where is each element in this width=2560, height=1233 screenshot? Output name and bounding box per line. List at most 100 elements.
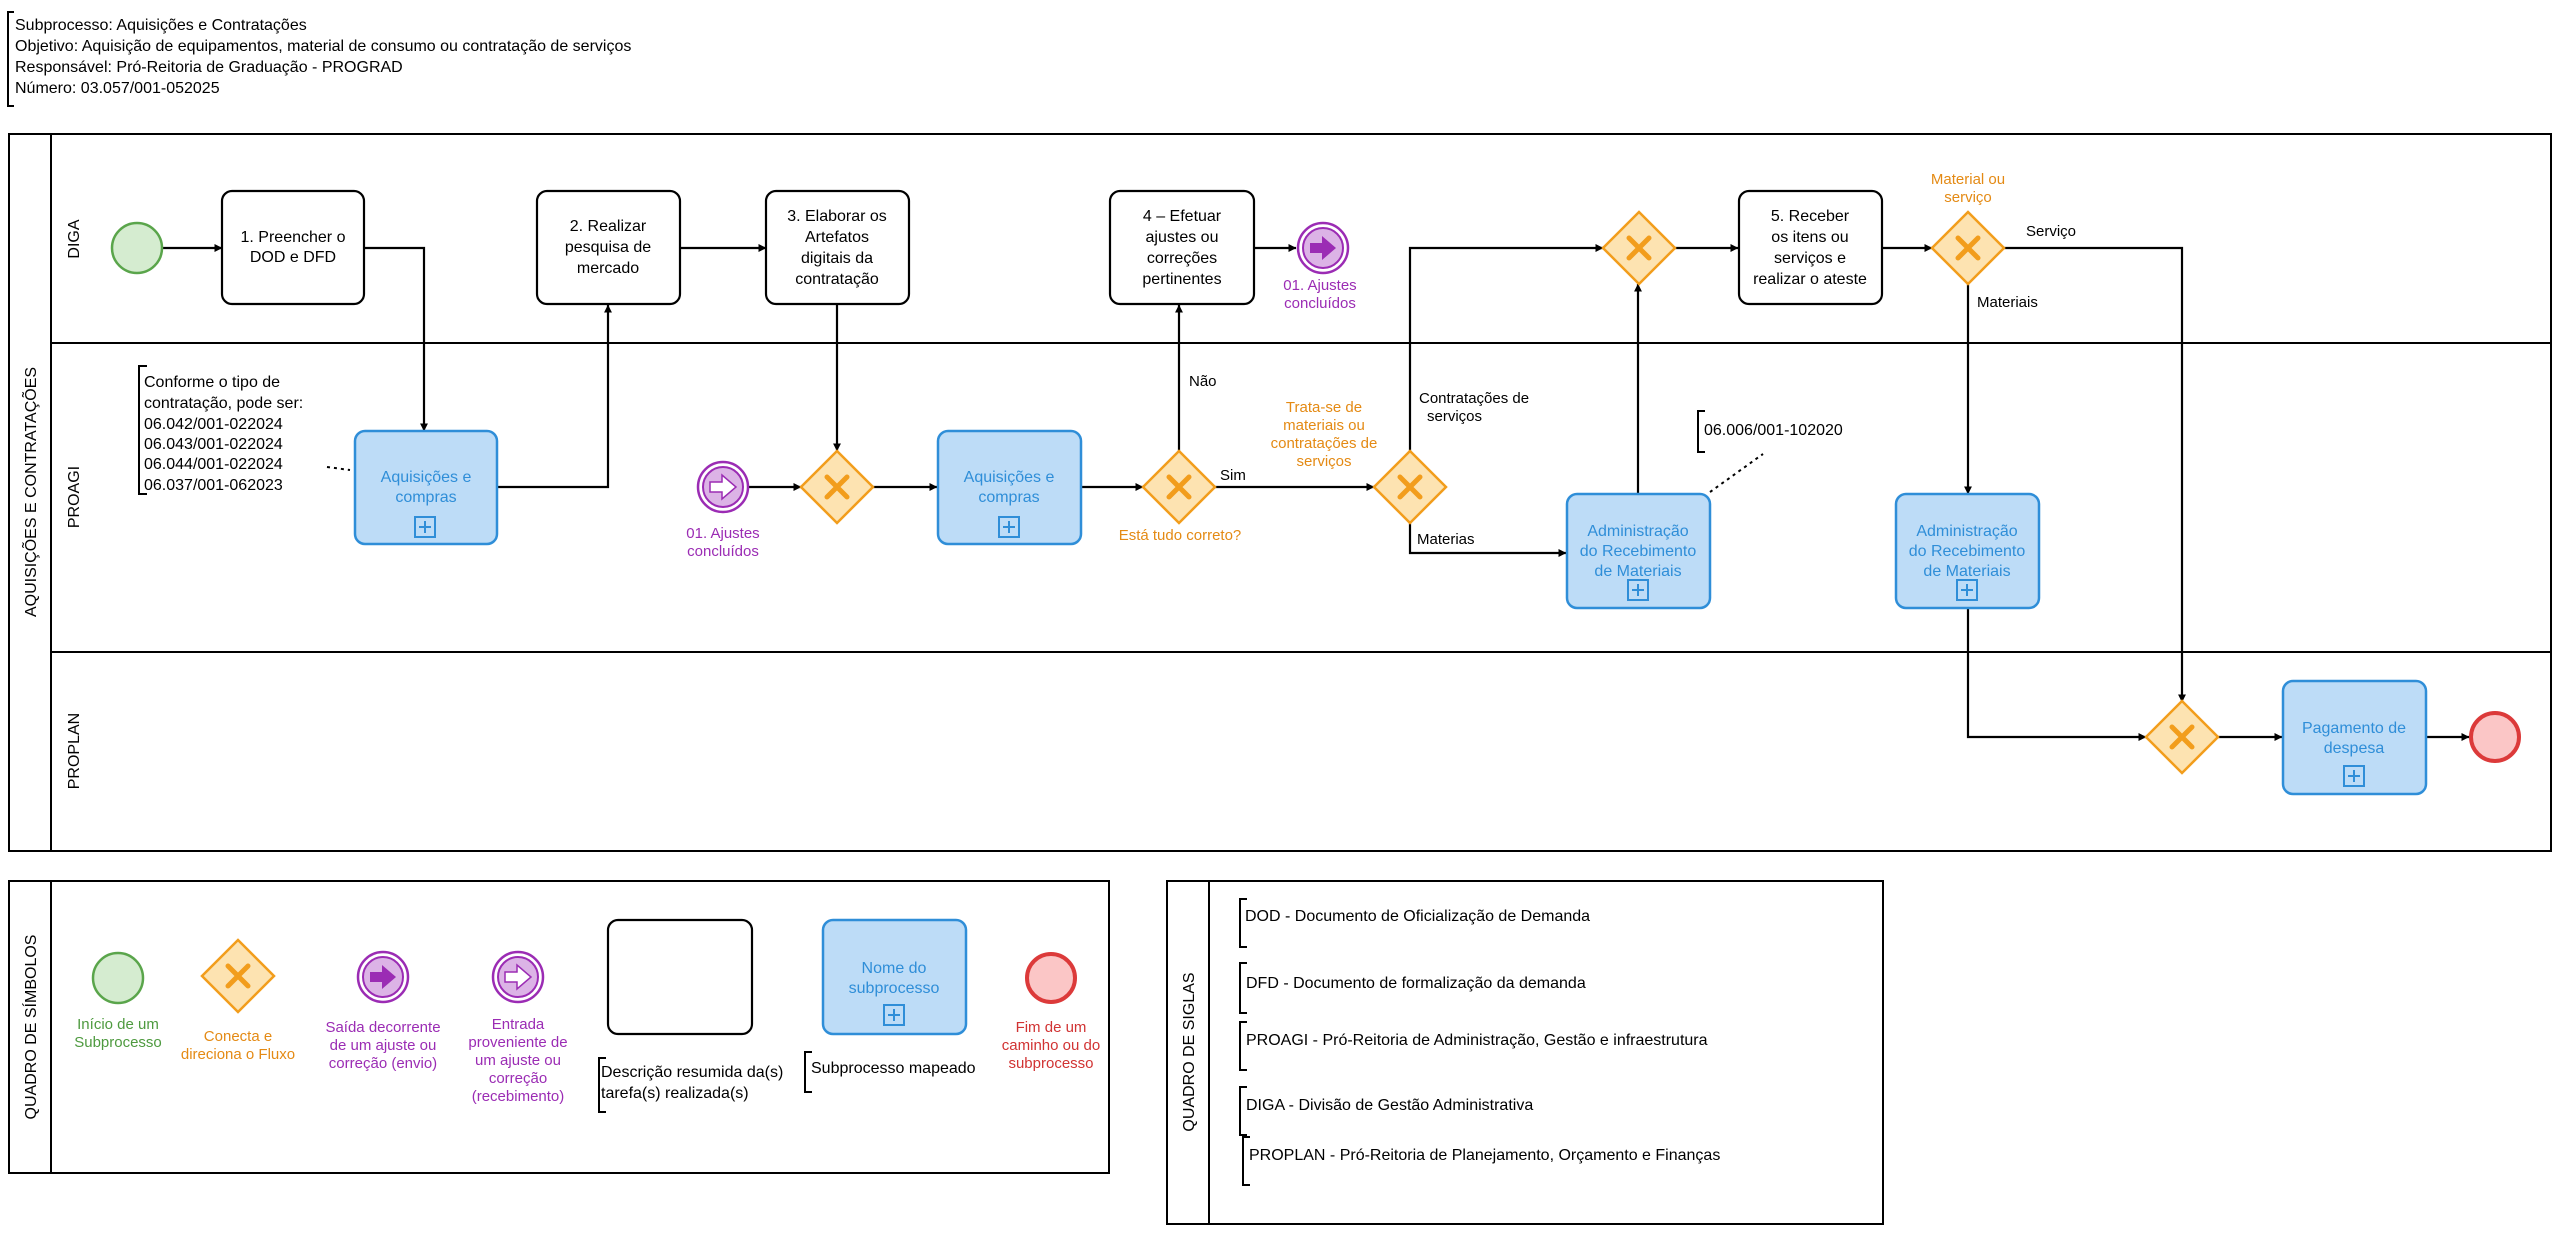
catch-event-label: 01. Ajustes (686, 525, 759, 542)
task-1-text: 1. Preencher o (241, 229, 346, 246)
x-icon (2169, 724, 2195, 750)
task-2: 2. Realizar pesquisa de mercado (535, 189, 682, 306)
task-1: 1. Preencher o DOD e DFD (220, 189, 366, 306)
gateway-1 (799, 449, 875, 525)
flow-labels: Não Sim Contratações de serviços Materia… (1189, 223, 2076, 548)
annotation-text: 06.044/001-022024 (144, 456, 283, 473)
header-subprocess: Subprocesso: Aquisições e Contratações (15, 17, 307, 34)
gateway-label-tipo: contratações de (1271, 435, 1378, 452)
lane-label-diga: DIGA (66, 219, 83, 258)
legend-start-label: Início de um (77, 1016, 159, 1033)
subprocess-text: de Materiais (1923, 563, 2010, 580)
annotation-text: 06.042/001-022024 (144, 416, 283, 433)
legend-end-label: Fim de um (1016, 1019, 1087, 1036)
subprocess-text: Pagamento de (2302, 720, 2406, 737)
throw-event-label: 01. Ajustes (1283, 277, 1356, 294)
task-4-text: correções (1147, 250, 1217, 267)
lane-label-proplan: PROPLAN (66, 713, 83, 789)
legend-catch-label: um ajuste ou (475, 1052, 561, 1069)
legend-title: QUADRO DE SÍMBOLOS (21, 935, 40, 1120)
pool-border (8, 133, 2552, 852)
annotation-text: Conforme o tipo de (144, 374, 280, 391)
legend-acronyms: QUADRO DE SIGLAS DOD - Documento de Ofic… (1166, 880, 1884, 1225)
x-icon (824, 474, 850, 500)
task-4-box (1108, 189, 1256, 306)
annotation-tipos: Conforme o tipo de contratação, pode ser… (138, 365, 351, 495)
gateway-label-tipo: serviços (1296, 453, 1351, 470)
gateway-label-material: serviço (1944, 189, 1992, 206)
flow-label-contratacoes: Contratações de (1419, 390, 1529, 407)
lane-label-proagi: PROAGI (66, 466, 83, 528)
legend-subprocess-box (821, 918, 968, 1036)
legend-gateway-label: direciona o Fluxo (181, 1046, 295, 1063)
annotation-text: 06.006/001-102020 (1704, 422, 1843, 439)
subprocess-recebimento-1[interactable]: Administração do Recebimento de Materiai… (1565, 492, 1712, 610)
x-icon (1955, 235, 1981, 261)
arrow-right-outline-icon (709, 473, 738, 501)
flow-label-nao: Não (1189, 373, 1217, 390)
subprocess-text: compras (978, 489, 1039, 506)
legend-start-label: Subprocesso (74, 1034, 162, 1051)
task-3-text: digitais da (801, 250, 873, 267)
catch-event: 01. Ajustes concluídos (686, 460, 760, 560)
task-2-text: mercado (577, 260, 639, 277)
expand-icon[interactable] (998, 516, 1020, 538)
header-bracket (7, 11, 14, 107)
subprocess-recebimento-2[interactable]: Administração do Recebimento de Materiai… (1894, 492, 2041, 610)
flow-sub4-to-gateway7 (1966, 609, 2147, 741)
task-2-text: pesquisa de (565, 239, 651, 256)
legend-border (8, 880, 1110, 1174)
expand-icon[interactable] (1956, 579, 1978, 601)
legend-catch-label: (recebimento) (472, 1088, 565, 1105)
arrow-right-outline-icon (504, 963, 533, 991)
legend-throw-label: Saída decorrente (325, 1019, 440, 1036)
subprocess-aquisicoes-2[interactable]: Aquisições e compras (936, 429, 1083, 546)
header-responsible: Responsável: Pró-Reitoria de Graduação -… (15, 59, 403, 76)
expand-icon[interactable] (2343, 765, 2365, 787)
flow-label-materias: Materias (1417, 531, 1475, 548)
flow-label-materiais: Materiais (1977, 294, 2038, 311)
legend-throw-label: de um ajuste ou (330, 1037, 437, 1054)
legend-symbols: QUADRO DE SÍMBOLOS Início de um Subproce… (8, 880, 1110, 1174)
legend-gateway-label: Conecta e (204, 1028, 272, 1045)
acronyms-border (1166, 880, 1884, 1225)
annotation-text: 06.037/001-062023 (144, 477, 283, 494)
subprocess-pagamento[interactable]: Pagamento de despesa (2281, 679, 2428, 796)
task-5-text: realizar o ateste (1753, 271, 1867, 288)
task-5: 5. Receber os itens ou serviços e realiz… (1737, 189, 1884, 306)
acronym-item: PROAGI - Pró-Reitoria de Administração, … (1246, 1032, 1708, 1049)
annotation-numero: 06.006/001-102020 (1697, 410, 1843, 493)
pool-title: AQUISIÇÕES E CONTRATAÇÕES (20, 367, 40, 617)
subprocess-text: Aquisições e (381, 469, 472, 486)
x-icon (1166, 474, 1192, 500)
expand-icon[interactable] (414, 516, 436, 538)
gateway-label-tipo: materiais ou (1283, 417, 1365, 434)
subprocess-box (1894, 492, 2041, 610)
subprocess-aquisicoes-1[interactable]: Aquisições e compras (353, 429, 499, 546)
task-3-text: contratação (795, 271, 879, 288)
subprocess-box (2281, 679, 2428, 796)
gateway-labels: Está tudo correto? Trata-se de materiais… (1119, 171, 2005, 544)
subprocess-text: do Recebimento (1580, 543, 1697, 560)
acronyms-title: QUADRO DE SIGLAS (1181, 972, 1198, 1131)
legend-task-box (606, 918, 754, 1036)
legend-subprocess-label: subprocesso (849, 980, 940, 997)
gateway-6 (2144, 699, 2220, 775)
gateway-5 (1930, 210, 2006, 286)
x-icon (1626, 235, 1652, 261)
task-5-text: serviços e (1774, 250, 1846, 267)
flow-label-servico: Serviço (2026, 223, 2076, 240)
subprocess-text: despesa (2324, 740, 2385, 757)
legend-throw-label: correção (envio) (329, 1055, 437, 1072)
gateway-3 (1372, 449, 1448, 525)
flow-materias-to-sub3 (1408, 523, 1567, 557)
expand-icon[interactable] (1627, 579, 1649, 601)
flow-label-contratacoes: serviços (1427, 408, 1482, 425)
flow-sub1-to-task2 (497, 304, 612, 489)
subprocess-box (353, 429, 499, 546)
task-5-text: os itens ou (1771, 229, 1848, 246)
catch-event-label: concluídos (687, 543, 759, 560)
subprocess-text: Aquisições e (964, 469, 1055, 486)
acronym-item: DOD - Documento de Oficialização de Dema… (1245, 908, 1590, 925)
